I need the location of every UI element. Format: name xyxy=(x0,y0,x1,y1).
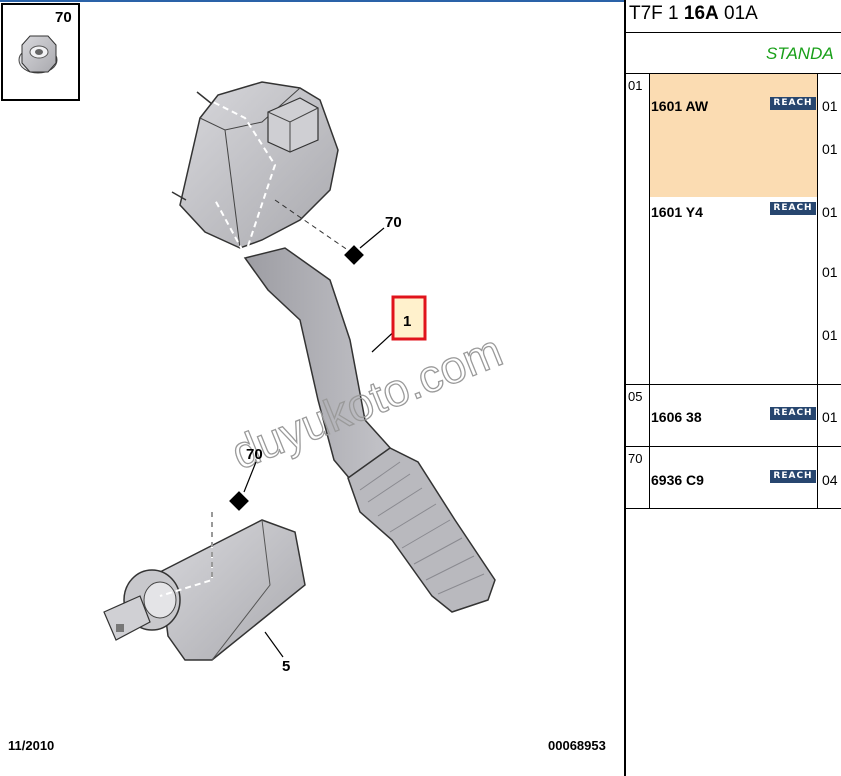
standard-label: STANDA xyxy=(766,44,834,63)
parts-group-05: 05 1606 38 REACH 01 xyxy=(626,385,841,446)
assembly-code-row: T7F 1 16A 01A xyxy=(626,0,841,33)
part-number[interactable]: 6936 C9 xyxy=(651,472,704,488)
parts-group-01: 01 1601 AW REACH 01 01 1601 Y4 REACH 01 … xyxy=(626,74,841,384)
upper-callout: 70 xyxy=(385,214,402,231)
assembly-code: T7F 1 16A 01A xyxy=(629,3,758,24)
quantity: 01 xyxy=(822,327,838,343)
parts-group-70: 70 6936 C9 REACH 04 xyxy=(626,447,841,508)
pedal-callout-label: 1 xyxy=(403,313,411,330)
nut-inset: 70 xyxy=(1,3,80,101)
part-number[interactable]: 1606 38 xyxy=(651,409,702,425)
panel-divider xyxy=(624,0,626,776)
column-divider xyxy=(817,74,818,509)
upper-fastener: 70 xyxy=(344,214,402,265)
group-ref: 05 xyxy=(628,389,643,404)
part-row[interactable]: 1601 AW REACH xyxy=(650,74,817,197)
part-row[interactable]: 1606 38 REACH xyxy=(650,385,817,446)
lower-callout: 70 xyxy=(246,446,263,463)
quantity: 01 xyxy=(822,409,838,425)
part-row[interactable]: 1601 Y4 REACH xyxy=(650,197,817,384)
reach-badge: REACH xyxy=(770,407,816,420)
quantity: 01 xyxy=(822,264,838,280)
drawing-number: 00068953 xyxy=(548,738,606,753)
part-number[interactable]: 1601 Y4 xyxy=(651,204,703,220)
part-row[interactable]: 6936 C9 REACH xyxy=(650,447,817,508)
part-number[interactable]: 1601 AW xyxy=(651,98,709,114)
group-ref: 70 xyxy=(628,451,643,466)
sensor-callout: 5 xyxy=(282,658,290,675)
nut-callout: 70 xyxy=(55,9,72,26)
quantity: 01 xyxy=(822,204,838,220)
nut-icon xyxy=(18,35,58,74)
row-divider xyxy=(626,446,841,447)
top-border xyxy=(0,0,625,2)
lower-fastener: 70 xyxy=(229,446,263,511)
pedal-drawing xyxy=(171,81,496,613)
parts-diagram: 70 xyxy=(1,3,606,753)
reach-badge: REACH xyxy=(770,470,816,483)
quantity: 04 xyxy=(822,472,838,488)
reach-badge: REACH xyxy=(770,97,816,110)
sensor-drawing: 5 xyxy=(103,512,306,675)
column-divider xyxy=(649,74,650,509)
group-ref: 01 xyxy=(628,78,643,93)
standard-row: STANDA xyxy=(626,33,841,74)
pedal-callout[interactable]: 1 xyxy=(371,295,427,353)
quantity: 01 xyxy=(822,98,838,114)
row-divider xyxy=(626,384,841,385)
reach-badge: REACH xyxy=(770,202,816,215)
parts-panel: T7F 1 16A 01A STANDA 01 1601 AW REACH 01… xyxy=(626,0,841,776)
quantity: 01 xyxy=(822,141,838,157)
row-divider xyxy=(626,508,841,509)
diagram-date: 11/2010 xyxy=(8,738,54,753)
